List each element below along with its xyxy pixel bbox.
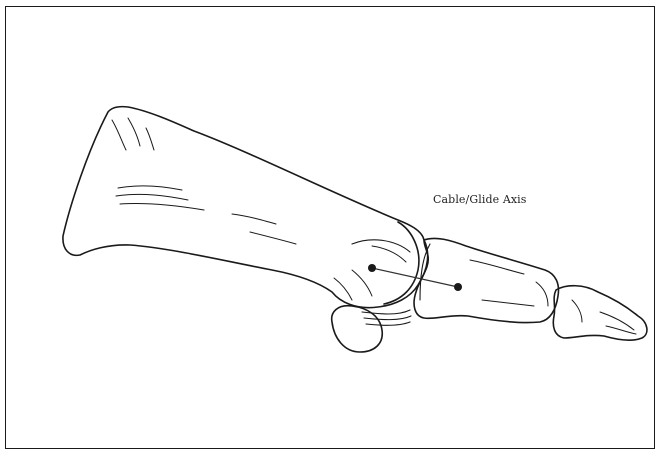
proximal-phalanx-bone	[414, 238, 558, 322]
phalanx-hatching	[470, 260, 582, 322]
sesamoid-bone	[332, 306, 383, 352]
distal-phalanx-detail	[600, 312, 636, 334]
axis-point-metatarsal-head	[368, 264, 376, 272]
metatarsal-hatching	[112, 118, 406, 300]
sesamoid-band	[362, 310, 411, 325]
metatarsal-head-inner-arc	[352, 240, 410, 252]
metatarsal-bone	[63, 107, 428, 308]
distal-phalanx-bone	[553, 286, 647, 340]
glide-axis-line	[372, 268, 458, 287]
cable-glide-axis-label: Cable/Glide Axis	[433, 193, 527, 206]
axis-point-proximal-phalanx	[454, 283, 462, 291]
